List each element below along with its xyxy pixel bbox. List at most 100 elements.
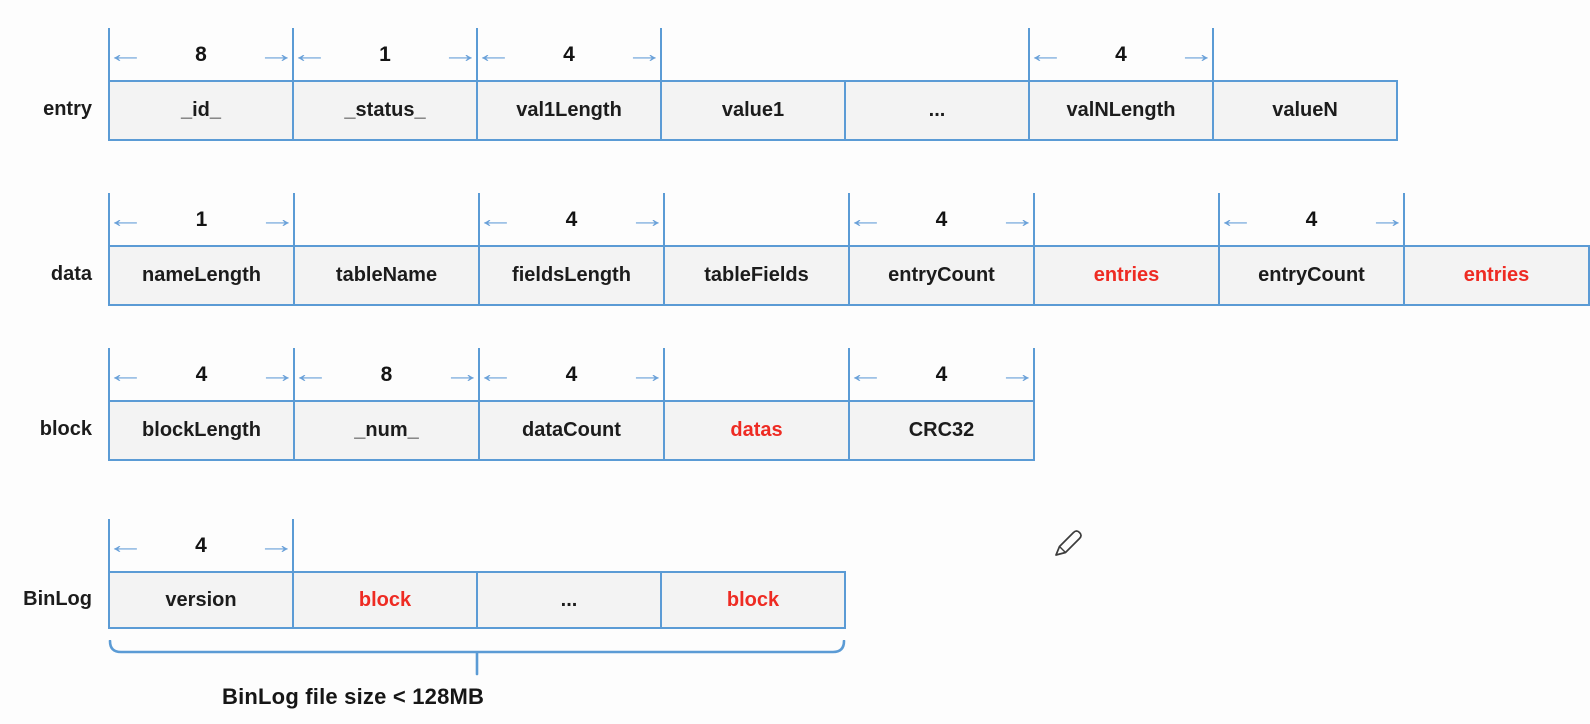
right-arrow-icon: → xyxy=(258,204,297,233)
field-cell-datacount: ← 4 → dataCount xyxy=(476,348,667,461)
left-arrow-icon: ← xyxy=(476,359,515,388)
size-annotation-empty xyxy=(293,193,480,245)
size-annotation-empty xyxy=(476,519,662,571)
size-annotation: ← 4 → xyxy=(1026,28,1216,80)
right-arrow-icon: → xyxy=(628,359,667,388)
size-annotation-empty xyxy=(844,28,1030,80)
field-cell-block-1: block xyxy=(292,519,478,629)
left-arrow-icon: ← xyxy=(106,39,145,68)
left-arrow-icon: ← xyxy=(846,204,885,233)
size-annotation: ← 4 → xyxy=(476,193,667,245)
size-value: 4 xyxy=(935,362,948,386)
field-cell-blocklength: ← 4 → blockLength xyxy=(106,348,297,461)
left-arrow-icon: ← xyxy=(106,530,145,559)
field-cell-tablename: tableName xyxy=(293,193,480,306)
field-cell-entrycount-2: ← 4 → entryCount xyxy=(1216,193,1407,306)
size-value: 4 xyxy=(563,42,575,66)
field-cell-namelength: ← 1 → nameLength xyxy=(106,193,297,306)
field-name: valNLength xyxy=(1028,80,1214,141)
field-name: tableFields xyxy=(663,245,850,306)
size-annotation-empty xyxy=(292,519,478,571)
field-cell-valuen: valueN xyxy=(1212,28,1398,141)
pencil-icon xyxy=(1055,530,1082,556)
field-cell-entries-1: entries xyxy=(1033,193,1220,306)
field-name: nameLength xyxy=(108,245,295,306)
size-annotation-empty xyxy=(1212,28,1398,80)
field-cell-id: ← 8 → _id_ xyxy=(106,28,296,141)
size-annotation: ← 1 → xyxy=(290,28,480,80)
size-annotation-empty xyxy=(1403,193,1590,245)
right-arrow-icon: → xyxy=(443,359,482,388)
left-arrow-icon: ← xyxy=(106,204,145,233)
entry-row: ← 8 → _id_ ← 1 → _status_ ← 4 → val1Leng… xyxy=(106,28,1398,141)
size-annotation-empty xyxy=(660,28,846,80)
right-arrow-icon: → xyxy=(441,39,480,68)
field-name: blockLength xyxy=(108,400,295,461)
field-cell-entries-2: entries xyxy=(1403,193,1590,306)
size-annotation: ← 4 → xyxy=(106,348,297,400)
field-name: tableName xyxy=(293,245,480,306)
size-value: 4 xyxy=(195,533,207,557)
left-arrow-icon: ← xyxy=(1216,204,1255,233)
size-annotation: ← 8 → xyxy=(291,348,482,400)
left-arrow-icon: ← xyxy=(476,204,515,233)
right-arrow-icon: → xyxy=(257,530,296,559)
field-name: entries xyxy=(1033,245,1220,306)
field-cell-ellipsis-blocks: ... xyxy=(476,519,662,629)
size-value: 4 xyxy=(1115,42,1127,66)
block-row: ← 4 → blockLength ← 8 → _num_ ← 4 → data… xyxy=(106,348,1037,461)
field-name: version xyxy=(108,571,294,629)
field-cell-value1: value1 xyxy=(660,28,846,141)
size-value: 8 xyxy=(380,362,393,386)
row-label-data: data xyxy=(50,263,92,285)
size-annotation: ← 4 → xyxy=(474,28,664,80)
field-name: block xyxy=(660,571,846,629)
size-value: 8 xyxy=(195,42,207,66)
field-name: datas xyxy=(663,400,850,461)
right-arrow-icon: → xyxy=(1177,39,1216,68)
size-annotation: ← 8 → xyxy=(106,28,296,80)
left-arrow-icon: ← xyxy=(846,359,885,388)
field-name: _status_ xyxy=(292,80,478,141)
field-cell-valnlength: ← 4 → valNLength xyxy=(1026,28,1216,141)
left-arrow-icon: ← xyxy=(106,359,145,388)
field-name: val1Length xyxy=(476,80,662,141)
field-name: entryCount xyxy=(848,245,1035,306)
left-arrow-icon: ← xyxy=(1026,39,1065,68)
size-annotation: ← 4 → xyxy=(846,348,1037,400)
right-arrow-icon: → xyxy=(258,359,297,388)
field-cell-fieldslength: ← 4 → fieldsLength xyxy=(476,193,667,306)
field-name: dataCount xyxy=(478,400,665,461)
size-value: 1 xyxy=(379,42,391,66)
binlog-row: ← 4 → version block ... block xyxy=(106,519,846,629)
row-label-binlog: BinLog xyxy=(23,588,92,610)
field-name: ... xyxy=(476,571,662,629)
field-cell-status: ← 1 → _status_ xyxy=(290,28,480,141)
file-size-brace xyxy=(108,640,846,676)
field-cell-tablefields: tableFields xyxy=(663,193,850,306)
field-cell-datas: datas xyxy=(663,348,850,461)
field-name: entryCount xyxy=(1218,245,1405,306)
field-name: value1 xyxy=(660,80,846,141)
size-annotation: ← 4 → xyxy=(846,193,1037,245)
field-cell-crc32: ← 4 → CRC32 xyxy=(846,348,1037,461)
field-cell-block-2: block xyxy=(660,519,846,629)
field-cell-version: ← 4 → version xyxy=(106,519,296,629)
size-annotation: ← 4 → xyxy=(476,348,667,400)
right-arrow-icon: → xyxy=(628,204,667,233)
left-arrow-icon: ← xyxy=(290,39,329,68)
size-annotation-empty xyxy=(663,193,850,245)
size-value: 4 xyxy=(565,362,578,386)
field-name: entries xyxy=(1403,245,1590,306)
right-arrow-icon: → xyxy=(257,39,296,68)
size-value: 4 xyxy=(565,207,578,231)
size-value: 1 xyxy=(195,207,208,231)
row-label-entry: entry xyxy=(43,98,92,120)
right-arrow-icon: → xyxy=(625,39,664,68)
field-name: valueN xyxy=(1212,80,1398,141)
size-value: 4 xyxy=(1305,207,1318,231)
size-annotation-empty xyxy=(1033,193,1220,245)
size-annotation: ← 1 → xyxy=(106,193,297,245)
right-arrow-icon: → xyxy=(998,359,1037,388)
field-name: _id_ xyxy=(108,80,294,141)
